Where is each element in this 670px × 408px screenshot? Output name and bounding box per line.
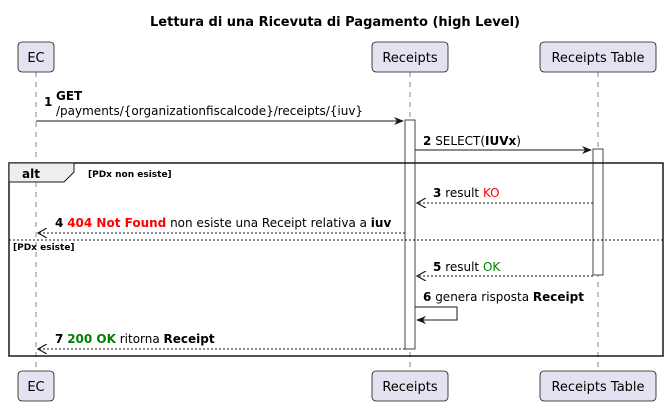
message-5-number: 5	[433, 260, 441, 274]
message-1-number: 1	[44, 95, 52, 109]
message-2-bold: IUVx	[485, 134, 516, 148]
message-7-number: 7	[55, 332, 63, 346]
alt-guard-1: [PDx non esiste]	[88, 170, 172, 180]
participant-receipts-bottom: Receipts	[371, 370, 449, 402]
svg-text:3 result KO: 3 result KO	[433, 186, 500, 200]
activation-receipts	[404, 119, 416, 350]
svg-text:5 result OK: 5 result OK	[433, 260, 501, 274]
participant-receipts-label: Receipts	[382, 380, 438, 395]
participant-receipts-table-top: Receipts Table	[539, 41, 657, 73]
message-3-pre: result	[445, 186, 483, 200]
message-2: 2 SELECT(IUVx)	[415, 134, 592, 154]
participant-ec-label: EC	[27, 380, 44, 395]
message-7: 7 200 OK ritorna Receipt	[38, 332, 405, 349]
message-2-post: )	[516, 134, 521, 148]
participant-receipts-top: Receipts	[371, 41, 449, 73]
message-4-bold: iuv	[371, 216, 392, 230]
participant-ec-label: EC	[27, 51, 44, 66]
svg-text:2 SELECT(IUVx): 2 SELECT(IUVx)	[423, 134, 521, 148]
participant-receipts-table-bottom: Receipts Table	[539, 370, 657, 402]
message-6-number: 6	[423, 290, 431, 304]
message-6-pre: genera risposta	[435, 290, 533, 304]
message-5-status: OK	[483, 260, 501, 274]
participant-ec-bottom: EC	[17, 370, 55, 402]
svg-text:1: 1	[44, 95, 52, 109]
participant-receipts-table-label: Receipts Table	[551, 51, 644, 66]
message-7-mid: ritorna	[116, 332, 164, 346]
message-1-method: GET	[56, 89, 83, 103]
alt-guard-2: [PDx esiste]	[13, 243, 75, 253]
alt-fragment: alt [PDx non esiste] [PDx esiste]	[8, 162, 664, 357]
participant-ec-top: EC	[17, 41, 55, 73]
message-4-mid: non esiste una Receipt relativa a	[166, 216, 371, 230]
diagram-title: Lettura di una Ricevuta di Pagamento (hi…	[150, 15, 520, 30]
message-1-path: /payments/{organizationfiscalcode}/recei…	[56, 104, 363, 118]
message-5-pre: result	[445, 260, 483, 274]
svg-text:7 200 OK ritorna Receipt: 7 200 OK ritorna Receipt	[55, 332, 215, 346]
message-1: 1 GET /payments/{organizationfiscalcode}…	[36, 89, 404, 125]
svg-text:4 404 Not Found non esiste una: 4 404 Not Found non esiste una Receipt r…	[55, 216, 391, 230]
svg-text:6 genera risposta Receipt: 6 genera risposta Receipt	[423, 290, 584, 304]
message-2-number: 2	[423, 134, 431, 148]
message-4-number: 4	[55, 216, 63, 230]
message-3-status: KO	[483, 186, 500, 200]
message-7-bold: Receipt	[164, 332, 215, 346]
message-3: 3 result KO	[417, 186, 593, 203]
message-4-status: 404 Not Found	[67, 216, 166, 230]
alt-label: alt	[22, 167, 40, 181]
participant-receipts-table-label: Receipts Table	[551, 380, 644, 395]
message-7-status: 200 OK	[67, 332, 116, 346]
message-5: 5 result OK	[417, 260, 593, 276]
message-2-pre: SELECT(	[435, 134, 485, 148]
activation-receipts-table	[592, 148, 604, 276]
message-6-bold: Receipt	[533, 290, 584, 304]
participant-receipts-label: Receipts	[382, 51, 438, 66]
message-6: 6 genera risposta Receipt	[415, 290, 584, 324]
message-3-number: 3	[433, 186, 441, 200]
message-4: 4 404 Not Found non esiste una Receipt r…	[38, 216, 405, 233]
